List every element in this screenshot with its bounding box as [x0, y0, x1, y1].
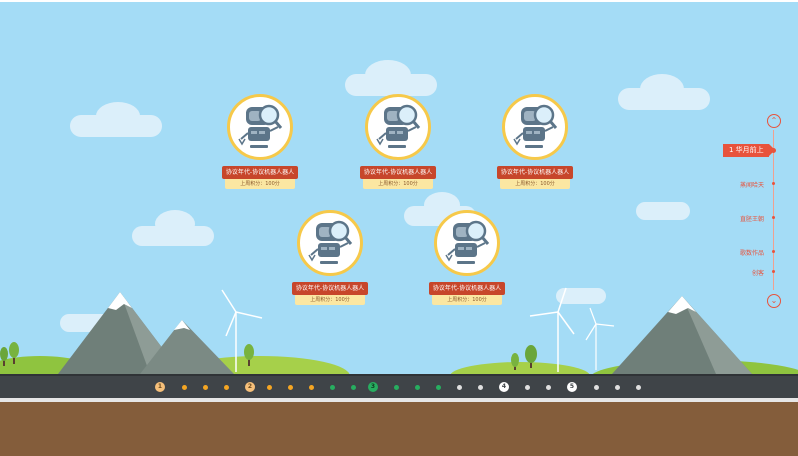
timeline-milestone-1[interactable]: 1 [155, 382, 165, 392]
cloud [640, 74, 684, 104]
tree [0, 347, 8, 361]
card-score: 上周积分：100分 [295, 295, 365, 305]
wind-turbine [585, 307, 615, 370]
nav-active-dot [771, 148, 776, 153]
nav-item[interactable]: 直胚王朝 [739, 216, 764, 223]
robot-card[interactable]: 协议年代-协议机器人器人 上周积分：100分 [290, 210, 370, 305]
timeline-dot[interactable] [457, 385, 462, 390]
timeline-dot[interactable] [436, 385, 441, 390]
timeline-dot[interactable] [309, 385, 314, 390]
cloud [155, 210, 195, 238]
timeline-milestone-3[interactable]: 3 [368, 382, 378, 392]
timeline-dot[interactable] [394, 385, 399, 390]
tree [9, 342, 19, 358]
wind-turbine [529, 287, 575, 372]
nav-active-item[interactable]: 1 华月前上 [723, 144, 775, 157]
snow-cap [668, 296, 696, 314]
timeline-dot[interactable] [182, 385, 187, 390]
robot-magnifier-icon [445, 220, 490, 264]
timeline-dot[interactable] [224, 385, 229, 390]
tree [244, 344, 254, 360]
robot-magnifier-icon [376, 104, 421, 148]
timeline-dot[interactable] [351, 385, 356, 390]
cloud [636, 202, 690, 220]
timeline-dot[interactable] [525, 385, 530, 390]
timeline-road [0, 374, 798, 402]
nav-dot[interactable] [772, 182, 775, 185]
cloud [365, 60, 411, 90]
ground-soil [0, 402, 798, 456]
chevron-up-icon[interactable]: ⌃ [767, 114, 781, 128]
robot-magnifier-icon [308, 220, 353, 264]
timeline-dot[interactable] [478, 385, 483, 390]
timeline-dot[interactable] [594, 385, 599, 390]
robot-magnifier-icon [513, 104, 558, 148]
timeline-dot[interactable] [636, 385, 641, 390]
robot-card[interactable]: 协议年代-协议机器人器人 上周积分：100分 [495, 94, 575, 189]
card-title: 协议年代-协议机器人器人 [222, 166, 298, 179]
snow-cap [174, 320, 190, 330]
timeline-milestone-5[interactable]: 5 [567, 382, 577, 392]
timeline-dot[interactable] [415, 385, 420, 390]
nav-item[interactable]: 创客 [751, 270, 764, 277]
robot-badge [297, 210, 363, 276]
robot-badge [434, 210, 500, 276]
card-score: 上周积分：100分 [432, 295, 502, 305]
cloud [96, 102, 140, 130]
card-title: 协议年代-协议机器人器人 [360, 166, 436, 179]
card-title: 协议年代-协议机器人器人 [497, 166, 573, 179]
timeline-dot[interactable] [203, 385, 208, 390]
era-navigator: ⌃ 1 华月前上 蒸闻哈天 直胚王朝 歌数作品 创客 ⌄ [720, 110, 781, 310]
robot-card[interactable]: 协议年代-协议机器人器人 上周积分：100分 [220, 94, 300, 189]
nav-item[interactable]: 蒸闻哈天 [739, 182, 764, 189]
snow-cap [108, 292, 132, 310]
robot-badge [365, 94, 431, 160]
nav-dot[interactable] [772, 216, 775, 219]
card-score: 上周积分：100分 [225, 179, 295, 189]
mountain [140, 320, 234, 374]
timeline-dot[interactable] [330, 385, 335, 390]
timeline-dot[interactable] [267, 385, 272, 390]
timeline-milestone-2[interactable]: 2 [245, 382, 255, 392]
road-edge [0, 398, 798, 402]
timeline-dot[interactable] [615, 385, 620, 390]
nav-track [773, 130, 774, 290]
robot-card[interactable]: 协议年代-协议机器人器人 上周积分：100分 [427, 210, 507, 305]
robot-card[interactable]: 协议年代-协议机器人器人 上周积分：100分 [358, 94, 438, 189]
mountain [682, 296, 752, 374]
card-score: 上周积分：100分 [363, 179, 433, 189]
card-title: 协议年代-协议机器人器人 [429, 282, 505, 295]
timeline-dot[interactable] [546, 385, 551, 390]
robot-badge [227, 94, 293, 160]
nav-dot[interactable] [772, 250, 775, 253]
tree [525, 345, 537, 363]
chevron-down-icon[interactable]: ⌄ [767, 294, 781, 308]
robot-badge [502, 94, 568, 160]
timeline-dot[interactable] [288, 385, 293, 390]
nav-dot[interactable] [772, 270, 775, 273]
card-title: 协议年代-协议机器人器人 [292, 282, 368, 295]
cloud [556, 288, 606, 304]
robot-magnifier-icon [238, 104, 283, 148]
wind-turbine [221, 289, 263, 372]
nav-item[interactable]: 歌数作品 [739, 250, 764, 257]
card-score: 上周积分：100分 [500, 179, 570, 189]
tree [511, 353, 519, 367]
timeline-milestone-4[interactable]: 4 [499, 382, 509, 392]
